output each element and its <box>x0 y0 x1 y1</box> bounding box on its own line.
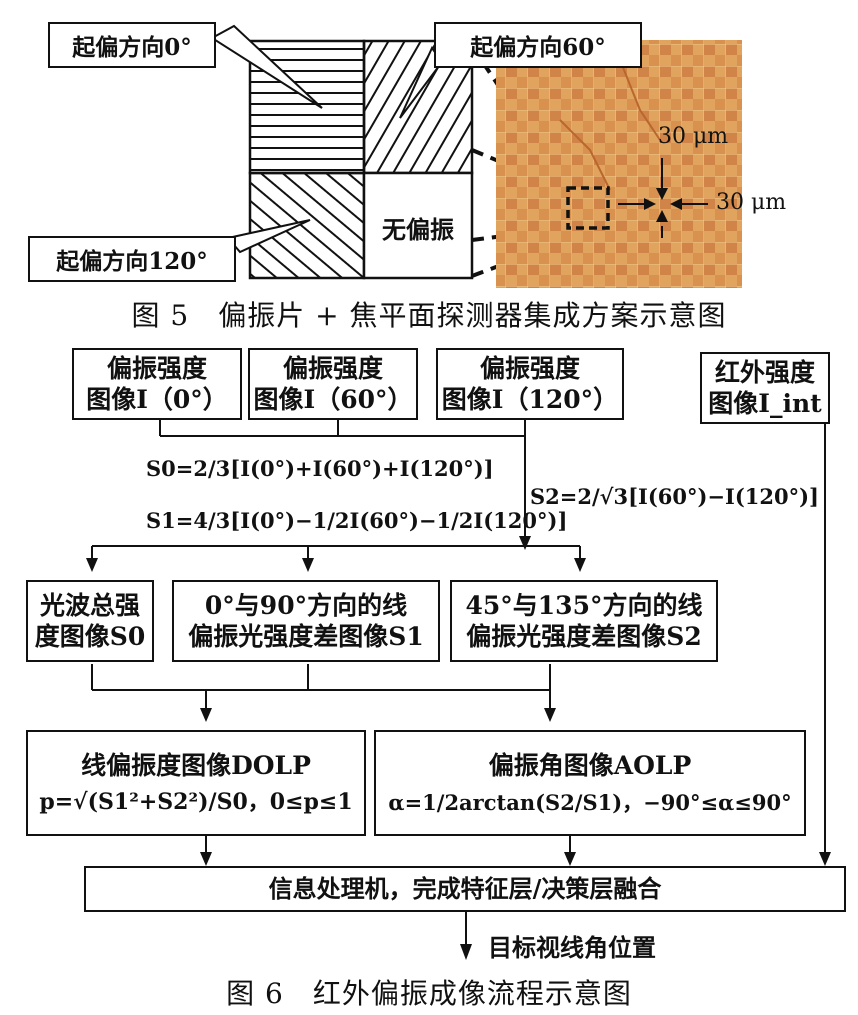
label-polarizer-120: 起偏方向120° <box>28 236 236 282</box>
box-stokes-s2: 45°与135°方向的线 偏振光强度差图像S2 <box>450 580 718 662</box>
box-infrared-intensity: 红外强度 图像I_int <box>700 352 830 424</box>
box-intensity-0deg: 偏振强度 图像I（0°） <box>72 348 242 420</box>
arrow-head <box>564 852 576 866</box>
output-label: 目标视线角位置 <box>488 933 656 962</box>
box-infrared-intensity-line2: 图像I_int <box>708 389 822 418</box>
figure5-caption: 图 5 偏振片 + 焦平面探测器集成方案示意图 <box>131 299 727 332</box>
box-stokes-s2-line1: 45°与135°方向的线 <box>465 590 703 620</box>
box-aolp: 偏振角图像AOLP α=1/2arctan(S2/S1)，−90°≤α≤90° <box>374 730 806 836</box>
dim-label-vertical: 30 μm <box>658 124 729 149</box>
zoom-region <box>566 186 610 230</box>
dim-arrow-left <box>670 198 682 210</box>
formula-s1: S1=4/3[I(0°)−1/2I(60°)−1/2I(120°)] <box>146 508 568 533</box>
label-polarizer-60: 起偏方向60° <box>434 22 642 68</box>
arrow-head <box>574 558 586 572</box>
arrow-head <box>200 852 212 866</box>
box-stokes-s0-line1: 光波总强 <box>39 590 140 620</box>
box-stokes-s2-line2: 偏振光强度差图像S2 <box>466 622 702 651</box>
box-dolp-line2: p=√(S1²+S2²)/S0，0≤p≤1 <box>39 788 353 815</box>
label-no-polarization: 无偏振 <box>382 215 454 244</box>
box-intensity-60deg: 偏振强度 图像I（60°） <box>248 348 418 420</box>
box-intensity-0deg-line1: 偏振强度 <box>106 353 207 383</box>
arrow-head <box>544 708 556 722</box>
dim-arrow-right <box>644 198 656 210</box>
fig5-drawing <box>210 24 742 288</box>
arrow-head <box>86 558 98 572</box>
box-aolp-line2: α=1/2arctan(S2/S1)，−90°≤α≤90° <box>388 789 792 815</box>
box-intensity-120deg-line2: 图像I（120°） <box>441 385 619 414</box>
box-infrared-intensity-line1: 红外强度 <box>714 357 815 387</box>
label-polarizer-0: 起偏方向0° <box>48 22 216 68</box>
dim-arrow-down <box>656 188 668 200</box>
arrow-head <box>460 944 472 960</box>
dim-arrow-up <box>656 210 668 222</box>
box-dolp: 线偏振度图像DOLP p=√(S1²+S2²)/S0，0≤p≤1 <box>26 730 366 836</box>
box-aolp-line1: 偏振角图像AOLP <box>488 751 692 781</box>
box-stokes-s1: 0°与90°方向的线 偏振光强度差图像S1 <box>172 580 440 662</box>
detector-micrograph <box>496 40 742 288</box>
arrow-head <box>200 708 212 722</box>
box-stokes-s1-line1: 0°与90°方向的线 <box>204 590 408 620</box>
arrow-head <box>819 852 831 866</box>
box-stokes-s1-line2: 偏振光强度差图像S1 <box>188 622 424 651</box>
box-dolp-line1: 线偏振度图像DOLP <box>81 750 311 780</box>
dim-label-horizontal: 30 μm <box>716 190 787 215</box>
box-intensity-60deg-line2: 图像I（60°） <box>253 385 413 414</box>
formula-s0: S0=2/3[I(0°)+I(60°)+I(120°)] <box>146 456 494 481</box>
arrow-head <box>519 536 531 550</box>
box-fusion: 信息处理机，完成特征层/决策层融合 <box>84 866 846 912</box>
callout-pointer-0 <box>210 24 323 109</box>
box-intensity-120deg-line1: 偏振强度 <box>479 353 580 383</box>
box-intensity-120deg: 偏振强度 图像I（120°） <box>436 348 624 420</box>
arrow-head <box>302 558 314 572</box>
box-stokes-s0-line2: 度图像S0 <box>34 622 146 651</box>
figure6-caption: 图 6 红外偏振成像流程示意图 <box>226 977 632 1010</box>
formula-s2: S2=2/√3[I(60°)−I(120°)] <box>530 484 819 509</box>
box-intensity-0deg-line2: 图像I（0°） <box>86 385 228 414</box>
box-stokes-s0: 光波总强 度图像S0 <box>26 580 154 662</box>
quadrant-none <box>362 171 474 280</box>
quadrant-120deg <box>248 171 366 280</box>
box-intensity-60deg-line1: 偏振强度 <box>282 353 383 383</box>
